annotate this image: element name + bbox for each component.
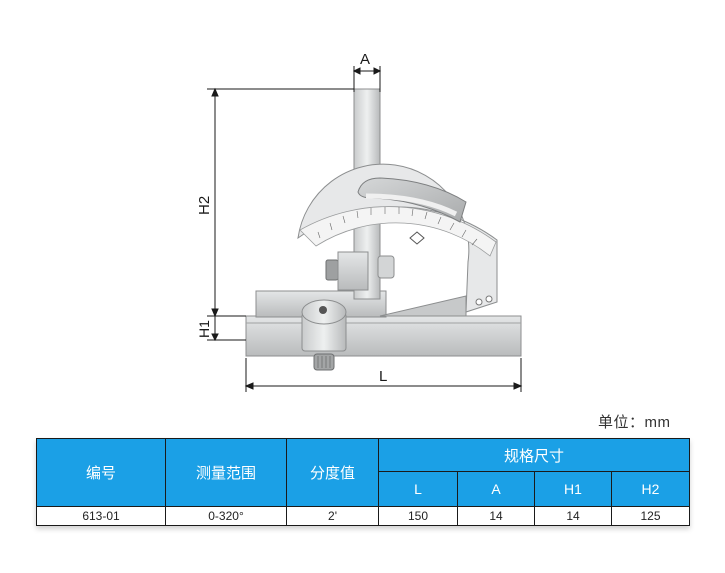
cell-graduation: 2'	[286, 506, 379, 526]
header-graduation: 分度值	[286, 438, 379, 507]
diamond-mark	[409, 231, 425, 245]
cell-code: 613-01	[36, 506, 166, 526]
clamp-screw	[313, 353, 335, 371]
dim-label-a: A	[360, 51, 370, 68]
lock-block	[337, 251, 369, 291]
header-l: L	[378, 471, 458, 507]
cell-a: 14	[457, 506, 535, 526]
header-h1: H1	[534, 471, 612, 507]
dim-label-l: L	[379, 368, 387, 385]
header-range: 测量范围	[165, 438, 287, 507]
cell-h1: 14	[534, 506, 612, 526]
lock-knob-left	[325, 259, 339, 281]
cell-range: 0-320°	[165, 506, 287, 526]
spec-table: 编号 测量范围 分度值 规格尺寸 L A H1 H2 613-01 0-320°…	[36, 438, 691, 526]
base-block	[245, 315, 522, 357]
scale-ticks	[317, 207, 478, 246]
dim-label-h2: H2	[196, 196, 213, 215]
protractor-scale	[299, 206, 497, 257]
header-h2: H2	[610, 471, 691, 507]
dimension-lines	[207, 66, 523, 392]
dim-label-h1: H1	[196, 320, 212, 338]
header-a: A	[457, 471, 535, 507]
cell-h2: 125	[610, 506, 691, 526]
header-code: 编号	[36, 438, 166, 507]
unit-label: 单位：mm	[598, 414, 671, 431]
protractor-drawing: A H2 H1 L	[196, 51, 523, 392]
table-row: 613-01 0-320° 2' 150 14 14 125	[36, 506, 691, 526]
cell-l: 150	[378, 506, 458, 526]
header-spec-size: 规格尺寸	[377, 438, 691, 472]
wedge	[379, 295, 467, 317]
